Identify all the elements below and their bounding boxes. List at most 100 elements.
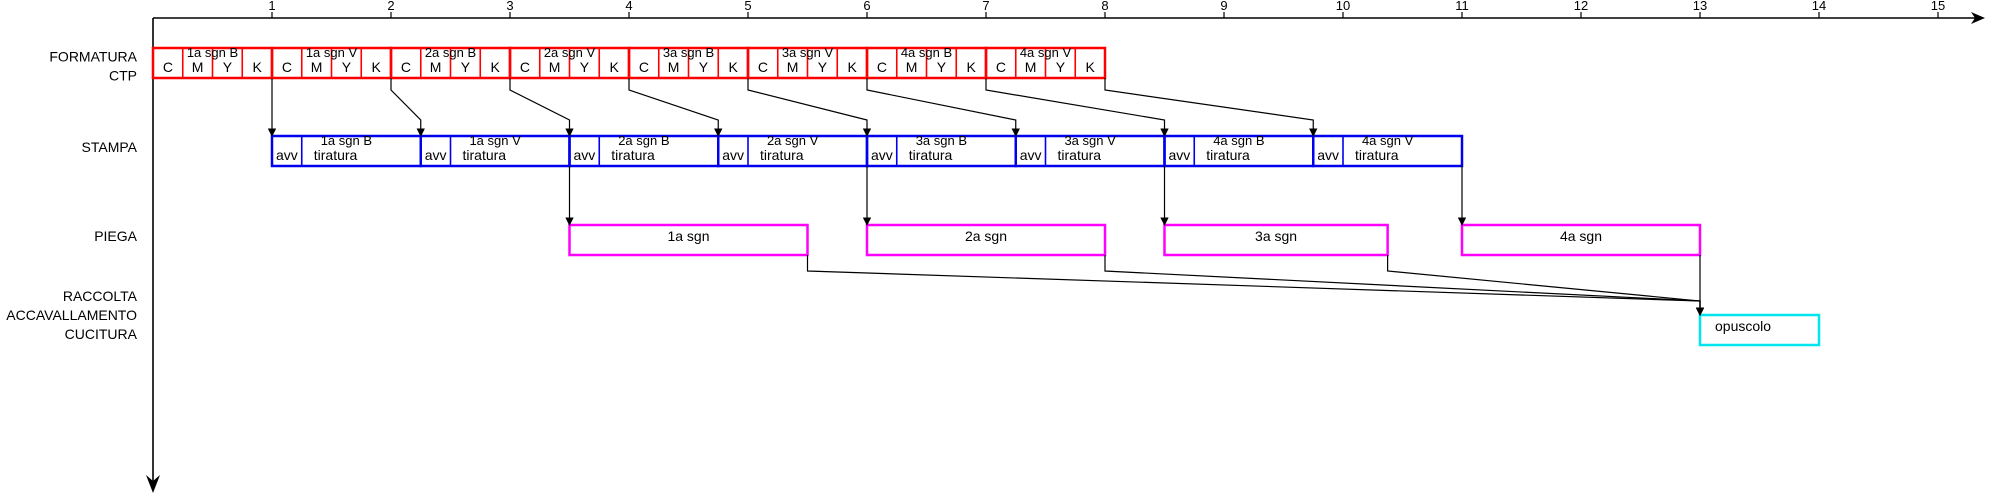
ctp-channel-label: Y: [461, 59, 471, 75]
stampa-avv-label: avv: [1317, 147, 1339, 163]
ctp-block-label: 4a sgn V: [1020, 45, 1072, 60]
x-axis-tick-label: 4: [625, 0, 632, 13]
ctp-channel-label: K: [1085, 59, 1095, 75]
ctp-to-stampa-arrow: [866, 78, 1020, 137]
ctp-channel-label: K: [252, 59, 262, 75]
stampa-block-label: 4a sgn V: [1362, 133, 1414, 148]
stampa-block-label: 2a sgn V: [767, 133, 819, 148]
ctp-channel-label: C: [520, 59, 530, 75]
piega-block: 1a sgn: [568, 223, 809, 257]
x-axis-tick-label: 15: [1931, 0, 1945, 13]
piega-to-raccolta-arrow: [806, 255, 1705, 316]
piega-block-outline: [568, 223, 809, 257]
x-axis-tick-label: 12: [1574, 0, 1588, 13]
piega-block-outline: [865, 223, 1107, 257]
ctp-channel-label: C: [163, 59, 173, 75]
row-label-stampa: STAMPA: [82, 139, 138, 155]
stampa-avv-label: avv: [276, 147, 298, 163]
ctp-channel-label: K: [728, 59, 738, 75]
ctp-channel-label: Y: [342, 59, 352, 75]
ctp-channel-label: M: [430, 59, 442, 75]
ctp-channel-label: C: [877, 59, 887, 75]
piega-block-label: 3a sgn: [1255, 228, 1297, 244]
y-axis-arrowhead: [146, 475, 160, 493]
ctp-channel-label: Y: [699, 59, 709, 75]
x-axis-tick-label: 8: [1101, 0, 1108, 13]
x-axis-tick-label: 13: [1693, 0, 1707, 13]
stampa-tiratura-label: tiratura: [611, 147, 655, 163]
ctp-block-label: 2a sgn B: [425, 45, 476, 60]
ctp-block: C M Y K 4a sgn V: [984, 45, 1107, 80]
ctp-block: C M Y K 3a sgn B: [627, 45, 750, 80]
ctp-channel-label: M: [192, 59, 204, 75]
x-axis-arrowhead: [1971, 12, 1985, 24]
raccolta-block-label: opuscolo: [1715, 318, 1771, 334]
stampa-block-label: 1a sgn V: [469, 133, 521, 148]
raccolta-block-outline: [1698, 313, 1821, 347]
x-axis-tick-label: 3: [506, 0, 513, 13]
ctp-to-stampa-arrow: [747, 78, 872, 137]
stampa-tiratura-label: tiratura: [1206, 147, 1250, 163]
ctp-block-label: 3a sgn V: [782, 45, 834, 60]
piega-block-label: 1a sgn: [667, 228, 709, 244]
ctp-to-stampa-arrow: [1104, 78, 1318, 137]
x-axis-tick-label: 6: [863, 0, 870, 13]
stampa-avv-label: avv: [722, 147, 744, 163]
piega-block-label: 2a sgn: [965, 228, 1007, 244]
stampa-avv-label: avv: [871, 147, 893, 163]
stampa-tiratura-label: tiratura: [1355, 147, 1399, 163]
ctp-channel-label: M: [668, 59, 680, 75]
ctp-channel-label: K: [490, 59, 500, 75]
row-label-formatura: FORMATURA: [49, 49, 137, 65]
ctp-block-label: 2a sgn V: [544, 45, 596, 60]
x-axis-tick-label: 5: [744, 0, 751, 13]
ctp-channel-label: Y: [1056, 59, 1066, 75]
ctp-channel-label: C: [758, 59, 768, 75]
piega-block: 3a sgn: [1163, 223, 1389, 257]
row-label-piega: PIEGA: [94, 228, 137, 244]
x-axis-tick-label: 2: [387, 0, 394, 13]
stampa-avv-label: avv: [573, 147, 595, 163]
ctp-channel-label: Y: [937, 59, 947, 75]
ctp-to-stampa-arrow: [628, 78, 723, 137]
ctp-block-label: 1a sgn V: [306, 45, 358, 60]
row-label-formatura: CTP: [109, 68, 137, 84]
ctp-channel-label: C: [996, 59, 1006, 75]
x-axis-tick-label: 7: [982, 0, 989, 13]
ctp-channel-label: K: [966, 59, 976, 75]
x-axis-tick-label: 14: [1812, 0, 1826, 13]
piega-to-raccolta-arrow: [1387, 255, 1705, 316]
ctp-block-label: 3a sgn B: [663, 45, 714, 60]
raccolta-row: opuscolo: [1698, 313, 1821, 347]
stampa-avv-label: avv: [425, 147, 447, 163]
ctp-channel-label: M: [1025, 59, 1037, 75]
ctp-to-stampa-arrow: [509, 78, 574, 137]
ctp-channel-label: K: [847, 59, 857, 75]
piega-block: 2a sgn: [865, 223, 1107, 257]
stampa-tiratura-label: tiratura: [314, 147, 358, 163]
x-axis-tick-label: 10: [1336, 0, 1350, 13]
ctp-channel-label: K: [609, 59, 619, 75]
piega-block-outline: [1163, 223, 1389, 257]
piega-row: 1a sgn 2a sgn 3a sgn 4a sgn: [568, 223, 1702, 257]
ctp-channel-label: C: [639, 59, 649, 75]
piega-block: 4a sgn: [1460, 223, 1702, 257]
ctp-to-stampa-arrow: [390, 78, 425, 137]
dependency-connectors: [267, 78, 1705, 316]
piega-block-label: 4a sgn: [1560, 228, 1602, 244]
